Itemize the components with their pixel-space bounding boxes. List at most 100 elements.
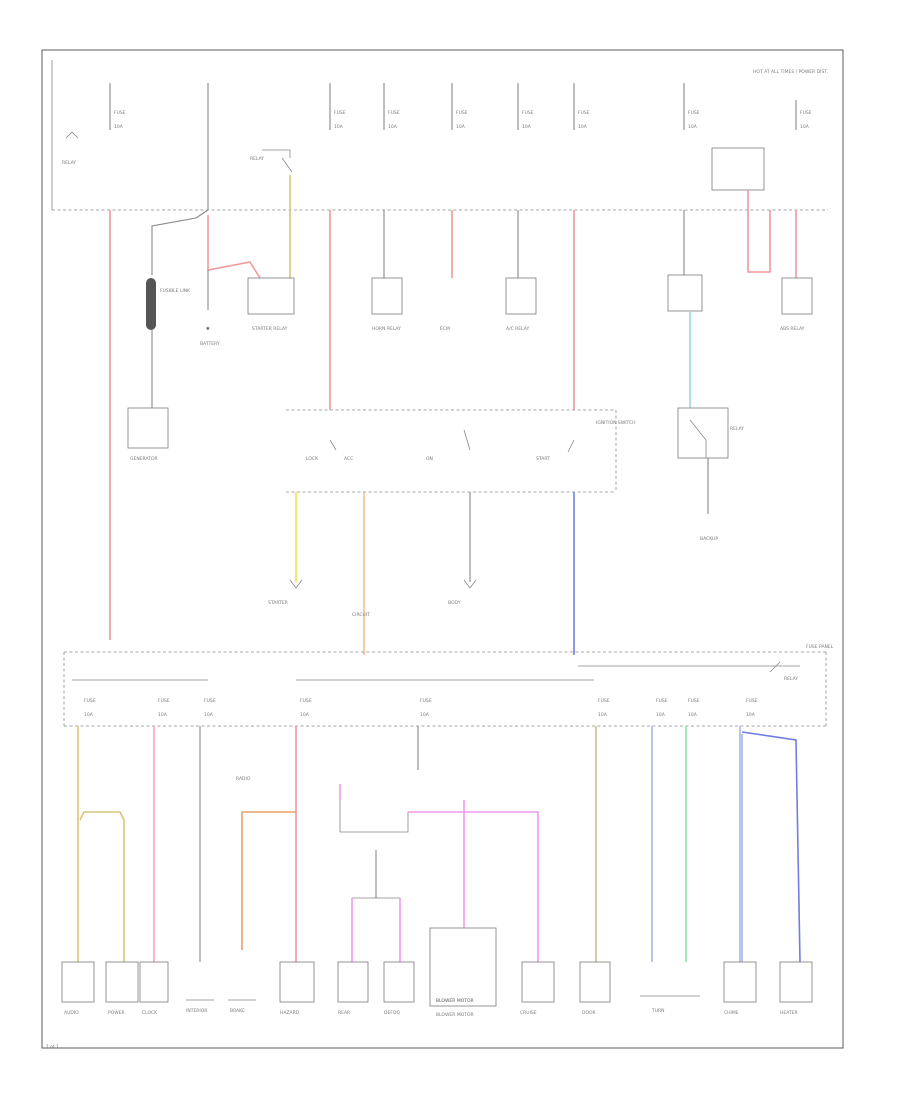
svg-text:10A: 10A (746, 712, 756, 718)
fuse-panel-label: FUSE PANEL (806, 644, 834, 650)
fuse-panel: FUSE PANEL RELAY FUSE 10A FUSE 10A FUSE … (63, 644, 834, 727)
ac-relay-component (505, 277, 537, 315)
bottom-wires (77, 726, 801, 963)
component-label: HORN RELAY (372, 326, 401, 332)
fuse-rating: 10A (388, 124, 398, 130)
mid-component-label: BACKUP (700, 536, 718, 542)
bottom-components: AUDIO POWER CLOCK INTERIOR BRAKE HAZARD … (61, 927, 813, 1018)
component-box (139, 961, 169, 1003)
fuse-label: FUSE (334, 110, 346, 116)
ignition-position: ACC (344, 456, 353, 462)
fuse-rating: 10A (334, 124, 344, 130)
svg-text:FUSE: FUSE (420, 698, 432, 704)
fuse-label: FUSE (578, 110, 590, 116)
ignition-position: START (536, 456, 550, 462)
ignition-switch: IGNITION SWITCH LOCK ACC ON START STARTE… (268, 409, 636, 655)
svg-text:FUSE: FUSE (656, 698, 668, 704)
fusible-link (146, 278, 156, 330)
component-label: RADIO (236, 776, 251, 782)
relay-right-box (667, 274, 703, 312)
svg-text:10A: 10A (420, 712, 430, 718)
component-label: HAZARD (280, 1010, 300, 1016)
component-label: CRUISE (520, 1010, 537, 1016)
component-box (105, 961, 139, 1003)
component-label: HEATER (780, 1010, 798, 1016)
component-label: CLOCK (142, 1010, 158, 1016)
relay-label: RELAY (250, 156, 264, 162)
fuse-label: FUSE (114, 110, 126, 116)
panel-fuse: FUSE 10A FUSE 10A FUSE 10A FUSE 10A FUSE… (84, 698, 758, 718)
mid-component-label: CIRCUIT (352, 612, 370, 618)
svg-text:FUSE: FUSE (746, 698, 758, 704)
fuse-label: FUSE (688, 110, 700, 116)
fuse-rating: 10A (522, 124, 532, 130)
fuse-label: FUSE (522, 110, 534, 116)
ignition-switch-label: IGNITION SWITCH (596, 420, 636, 426)
component-box (723, 961, 757, 1003)
component-box (279, 961, 315, 1003)
component-label: AUDIO (64, 1010, 79, 1016)
component-box (337, 961, 369, 1003)
fuse-label: FUSE (800, 110, 812, 116)
component-box (779, 961, 813, 1003)
fuse-rating: 10A (800, 124, 810, 130)
mid-component-label: BODY (448, 600, 461, 606)
component-box (383, 961, 415, 1003)
blower-motor-box (429, 927, 497, 1007)
underhood-wires: FUSIBLE LINK GENERATOR ✱ BATTERY STARTER… (109, 175, 813, 640)
page-ref: 1 of 1 (46, 1044, 59, 1050)
svg-text:10A: 10A (158, 712, 168, 718)
underhood-fuse-box: FUSE 10A FUSE 10A FUSE 10A FUSE 10A FUSE… (51, 60, 828, 211)
svg-text:10A: 10A (300, 712, 310, 718)
component-label: CHIME (724, 1010, 739, 1016)
relay-label: RELAY (62, 160, 76, 166)
generator-box (127, 407, 169, 449)
component-box (579, 961, 611, 1003)
component-label: DEFOG (384, 1010, 400, 1016)
svg-text:FUSE: FUSE (300, 698, 312, 704)
component-label: STARTER RELAY (252, 326, 288, 332)
fusible-link-label: FUSIBLE LINK (160, 288, 191, 294)
battery-label: BATTERY (200, 341, 220, 347)
component-label: ECM (440, 326, 450, 332)
svg-text:10A: 10A (688, 712, 698, 718)
diagram-frame (41, 49, 844, 1049)
fuse-label: FUSE (388, 110, 400, 116)
component-box (521, 961, 555, 1003)
ignition-position: LOCK (306, 456, 319, 462)
fuse-panel-relay: RELAY (784, 676, 798, 682)
fuse-rating: 10A (578, 124, 588, 130)
component-box (61, 961, 95, 1003)
component-label: ABS RELAY (780, 326, 805, 332)
component-label: POWER (108, 1010, 125, 1016)
component-label: A/C RELAY (506, 326, 529, 332)
component-label: TURN (651, 1008, 665, 1014)
relay-middle-box (677, 407, 729, 459)
battery-symbol: ✱ (206, 326, 210, 332)
svg-text:10A: 10A (598, 712, 608, 718)
svg-text:10A: 10A (204, 712, 214, 718)
fuse-rating: 10A (456, 124, 466, 130)
starter-relay-box (247, 277, 295, 315)
ignition-position: ON (426, 456, 433, 462)
svg-text:FUSE: FUSE (598, 698, 610, 704)
component-label: BRAKE (230, 1008, 245, 1014)
blower-motor-label: BLOWER MOTOR (436, 998, 474, 1004)
relay-label: RELAY (730, 426, 744, 432)
generator-label: GENERATOR (130, 456, 158, 462)
svg-text:FUSE: FUSE (158, 698, 170, 704)
component-label: BLOWER MOTOR (436, 1012, 474, 1018)
fuse-label: FUSE (456, 110, 468, 116)
ac-relay-box (711, 147, 765, 191)
svg-text:FUSE: FUSE (688, 698, 700, 704)
mid-component-label: STARTER (268, 600, 288, 606)
horn-relay-box (371, 277, 403, 315)
fuse-rating: 10A (114, 124, 124, 130)
svg-text:10A: 10A (84, 712, 94, 718)
component-label: DOOR (582, 1010, 596, 1016)
top-right-note: HOT AT ALL TIMES / POWER DIST. (753, 69, 828, 75)
svg-text:FUSE: FUSE (84, 698, 96, 704)
abs-relay-box (781, 277, 813, 315)
component-label: REAR (338, 1010, 350, 1016)
